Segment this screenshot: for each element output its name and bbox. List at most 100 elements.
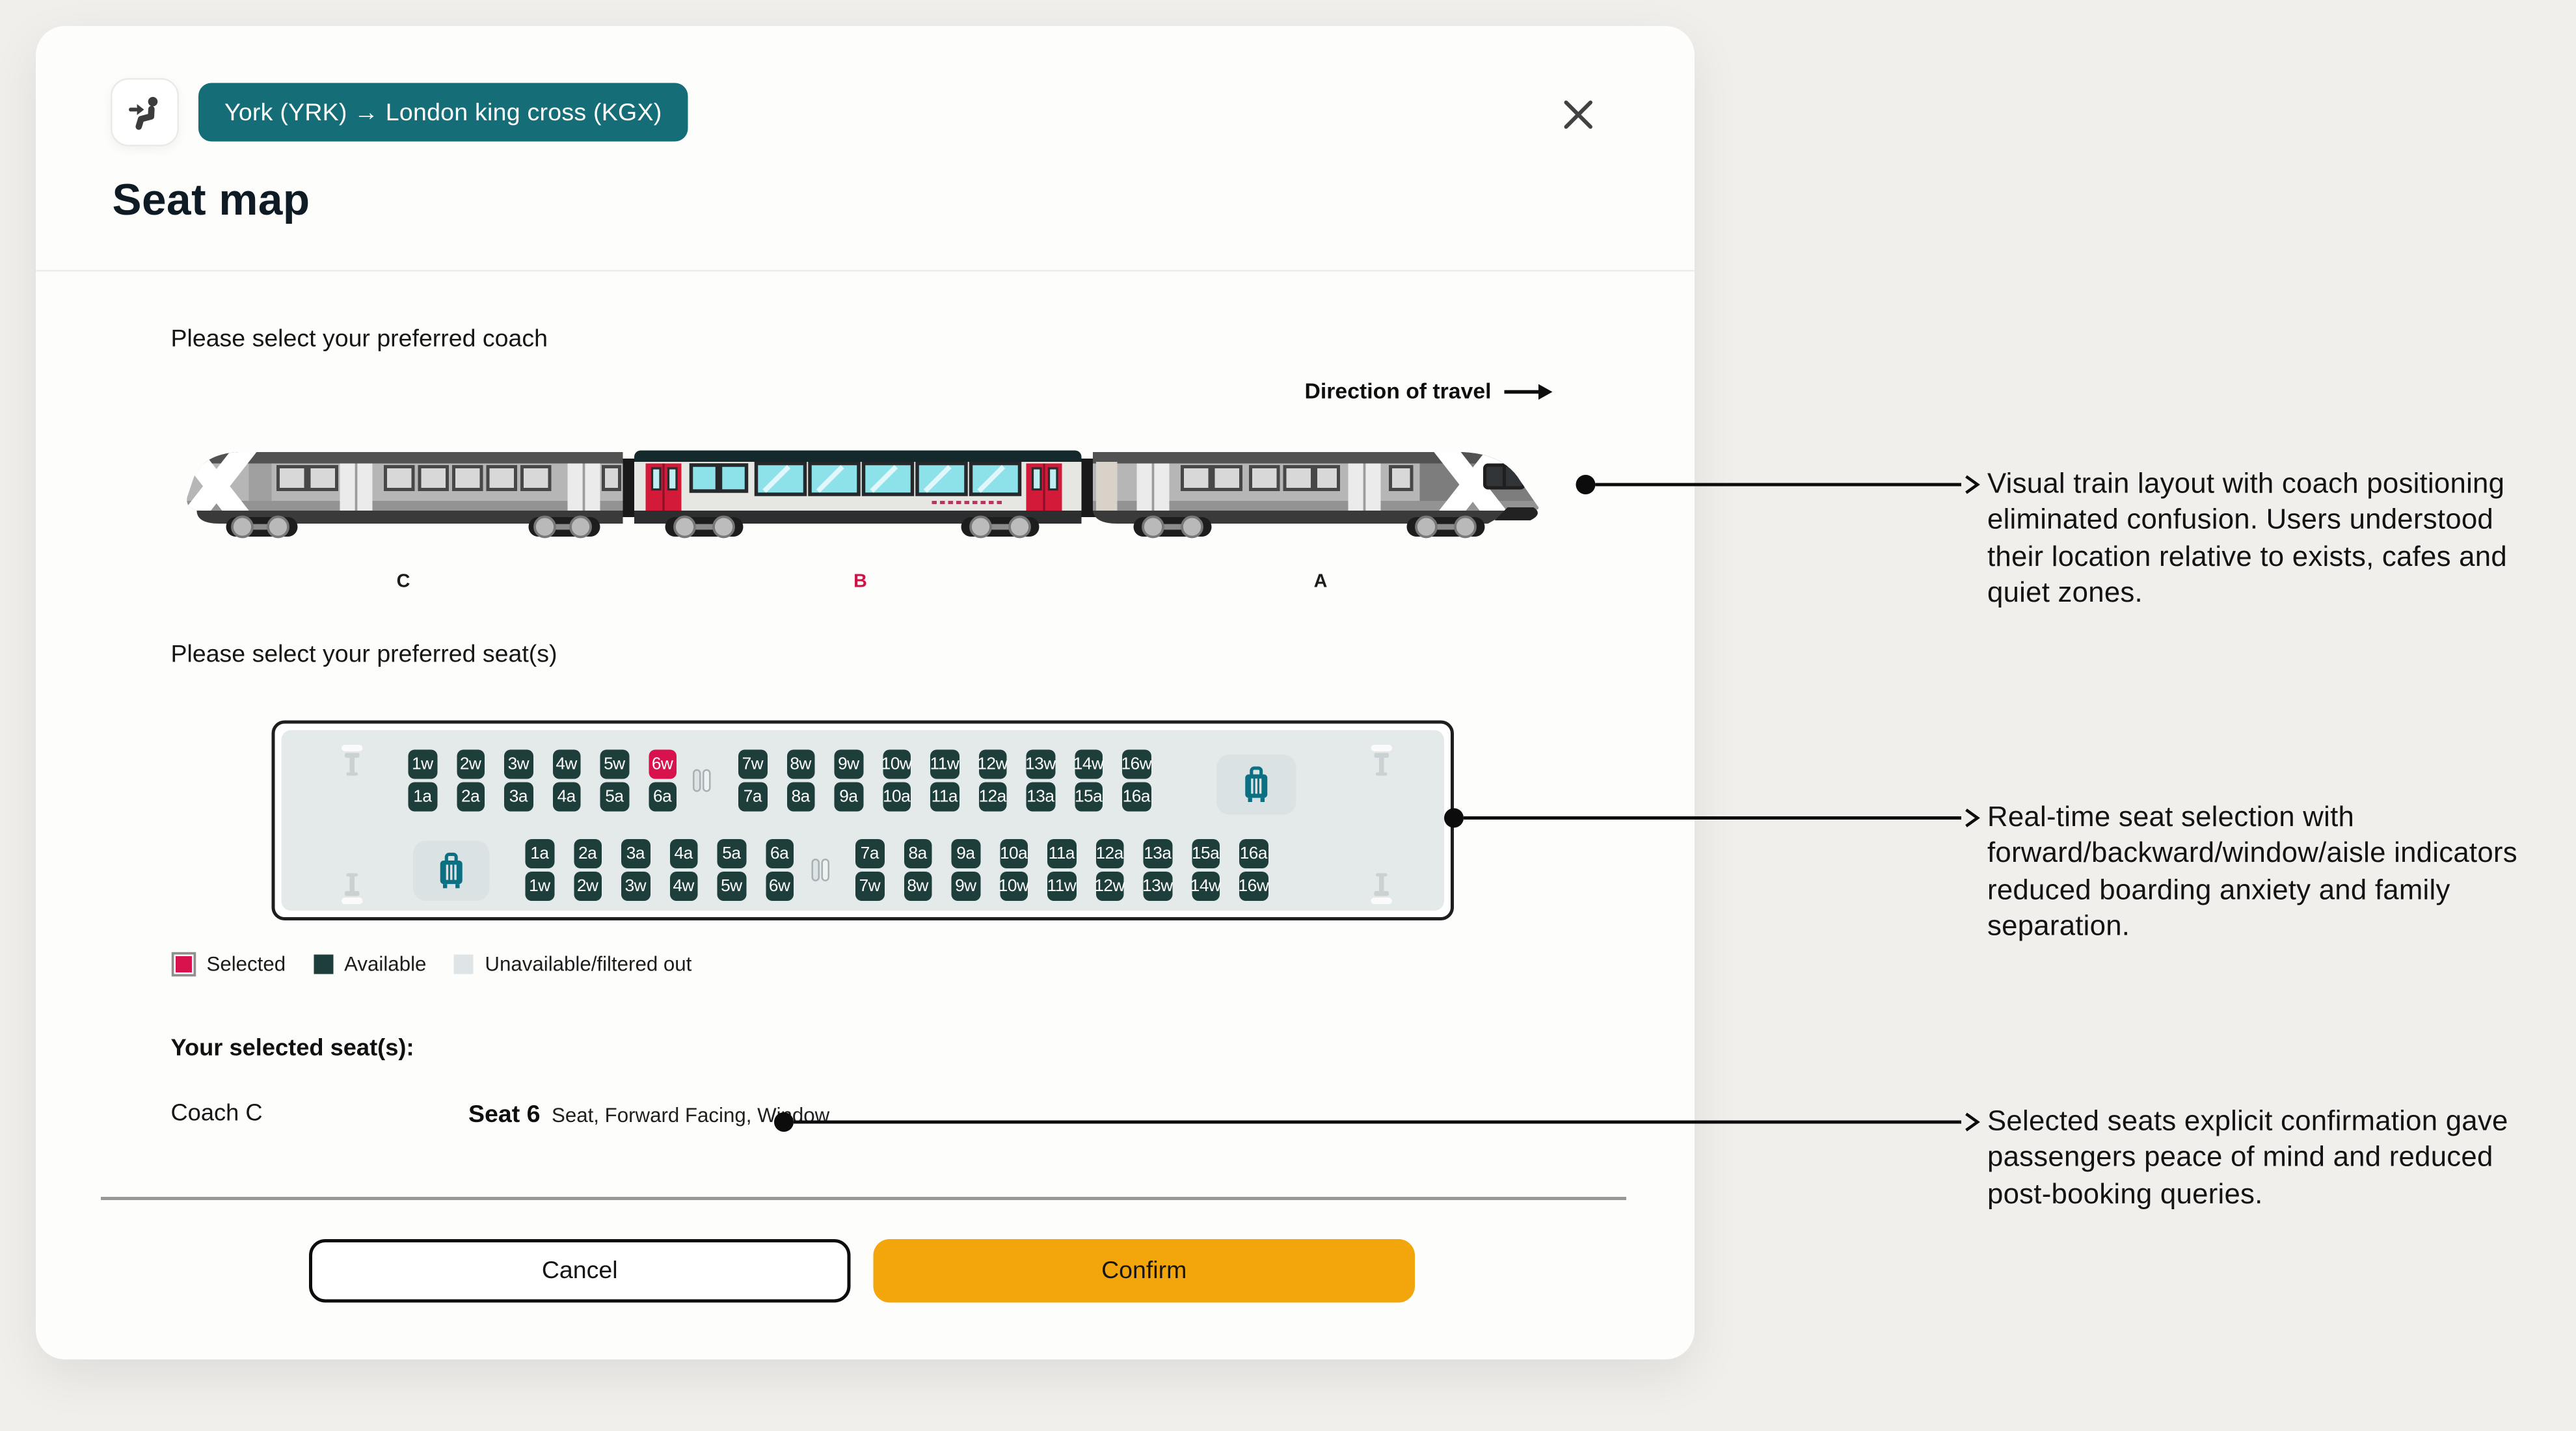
annotation-connector-2 (1444, 807, 1981, 829)
seat-lower-10a[interactable]: 10a (994, 835, 1028, 871)
seat-lower-16a[interactable]: 16a (1234, 835, 1268, 871)
seat-upper-7a[interactable]: 7a (733, 778, 767, 814)
seat-upper-1w[interactable]: 1w (403, 745, 437, 782)
seat-upper-12a[interactable]: 12a (973, 778, 1007, 814)
seat-upper-5w[interactable]: 5w (595, 745, 629, 782)
seat-lower-6a[interactable]: 6a (760, 835, 794, 871)
header-divider (36, 270, 1695, 272)
direction-of-travel: Direction of travel (1304, 379, 1553, 404)
seat-lower-14w[interactable]: 14w (1186, 867, 1221, 903)
table-icon (1371, 745, 1392, 779)
seat-lower-4a[interactable]: 4a (664, 835, 698, 871)
coach-interior-panel: 1w 2w 3w 4w 5w 6w 7w 8w 9w 10w 11w 12w 13w 14w 16w 1a… (281, 730, 1444, 911)
seat-upper-2w[interactable]: 2w (451, 745, 485, 782)
annotation-connector-3 (774, 1111, 1981, 1134)
seat-upper-11w[interactable]: 11w (925, 745, 959, 782)
seat-upper-6w[interactable]: 6w (643, 745, 677, 782)
page-title: Seat map (112, 176, 310, 224)
selected-seat-number: Seat 6 (468, 1101, 541, 1129)
seat-lower-7w[interactable]: 7w (850, 867, 884, 903)
seat-upper-16a[interactable]: 16a (1117, 778, 1151, 814)
train-coach-c[interactable] (184, 442, 623, 539)
seat-lower-4w[interactable]: 4w (664, 867, 698, 903)
selected-coach: Coach C (170, 1101, 263, 1127)
door-icon (693, 769, 711, 792)
seat-lower-6w[interactable]: 6w (760, 867, 794, 903)
seat-upper-9w[interactable]: 9w (829, 745, 863, 782)
seat-upper-7w[interactable]: 7w (733, 745, 767, 782)
seat-lower-10w[interactable]: 10w (994, 867, 1029, 903)
seat-upper-6a[interactable]: 6a (643, 778, 677, 814)
seat-lower-5a[interactable]: 5a (712, 835, 746, 871)
legend-selected: Selected (171, 952, 286, 976)
seat-upper-16w[interactable]: 16w (1117, 745, 1152, 782)
coach-label-c[interactable]: C (396, 572, 410, 592)
seat-lower-11w[interactable]: 11w (1042, 867, 1077, 903)
connector-dot (774, 1112, 794, 1132)
seat-legend: Selected Available Unavailable/filtered … (171, 952, 691, 976)
seat-upper-13a[interactable]: 13a (1021, 778, 1055, 814)
coach-labels: C B A (184, 572, 1542, 598)
seat-upper-4a[interactable]: 4a (547, 778, 581, 814)
seat-upper-4w[interactable]: 4w (547, 745, 581, 782)
annotation-seat-selection: Real-time seat selection with forward/ba… (1987, 800, 2517, 943)
seat-upper-9a[interactable]: 9a (829, 778, 863, 814)
seat-lower-9w[interactable]: 9w (946, 867, 980, 903)
close-button[interactable] (1558, 94, 1597, 133)
confirm-button[interactable]: Confirm (873, 1239, 1415, 1303)
seat-upper-8a[interactable]: 8a (781, 778, 815, 814)
arrow-head-icon (1965, 475, 1980, 494)
seat-upper-8w[interactable]: 8w (781, 745, 815, 782)
seat-lower-1w[interactable]: 1w (520, 867, 554, 903)
footer-divider (101, 1197, 1626, 1199)
seat-lower-12w[interactable]: 12w (1090, 867, 1125, 903)
seat-upper-14w[interactable]: 14w (1069, 745, 1104, 782)
seat-upper-13w[interactable]: 13w (1021, 745, 1056, 782)
seat-lower-8a[interactable]: 8a (898, 835, 932, 871)
cancel-button[interactable]: Cancel (309, 1239, 851, 1303)
train-illustration (184, 442, 1542, 550)
coach-prompt-label: Please select your preferred coach (170, 325, 548, 353)
seat-lower-11a[interactable]: 11a (1042, 835, 1076, 871)
seat-upper-11a[interactable]: 11a (925, 778, 959, 814)
seat-upper-15a[interactable]: 15a (1069, 778, 1103, 814)
connector-dot (1576, 475, 1596, 494)
connector-dot (1444, 808, 1464, 828)
table-icon (342, 870, 363, 904)
seat-lower-8w[interactable]: 8w (898, 867, 932, 903)
seat-upper-2a[interactable]: 2a (451, 778, 485, 814)
seat-upper-3a[interactable]: 3a (499, 778, 533, 814)
seat-lower-3a[interactable]: 3a (616, 835, 650, 871)
seat-lower-13a[interactable]: 13a (1138, 835, 1172, 871)
annotation-connector-1 (1576, 474, 1981, 496)
train-coach-b[interactable] (634, 450, 1082, 539)
coach-label-b[interactable]: B (853, 572, 867, 592)
coach-label-a[interactable]: A (1313, 572, 1328, 592)
seat-upper-3w[interactable]: 3w (499, 745, 533, 782)
seat-lower-5w[interactable]: 5w (712, 867, 746, 903)
seat-lower-7a[interactable]: 7a (850, 835, 884, 871)
luggage-rack (413, 840, 490, 901)
luggage-icon (1245, 766, 1268, 801)
seat-upper-12w[interactable]: 12w (973, 745, 1008, 782)
table-icon (1371, 870, 1392, 904)
seat-lower-3w[interactable]: 3w (616, 867, 650, 903)
train-coach-a[interactable] (1093, 442, 1542, 539)
seat-lower-12a[interactable]: 12a (1090, 835, 1124, 871)
seat-lower-9a[interactable]: 9a (946, 835, 980, 871)
person-in-seat-icon (129, 96, 158, 130)
seat-upper-5a[interactable]: 5a (595, 778, 629, 814)
seat-lower-13w[interactable]: 13w (1138, 867, 1173, 903)
seat-lower-2a[interactable]: 2a (568, 835, 602, 871)
seat-lower-15a[interactable]: 15a (1186, 835, 1220, 871)
seat-lower-1a[interactable]: 1a (520, 835, 554, 871)
legend-label: Available (344, 952, 427, 975)
seat-upper-10a[interactable]: 10a (877, 778, 911, 814)
selection-heading: Your selected seat(s): (170, 1036, 414, 1062)
seat-upper-10w[interactable]: 10w (877, 745, 912, 782)
seat-lower-16w[interactable]: 16w (1234, 867, 1269, 903)
seat-upper-1a[interactable]: 1a (403, 778, 437, 814)
seat-lower-2w[interactable]: 2w (568, 867, 602, 903)
direction-label: Direction of travel (1304, 379, 1492, 404)
